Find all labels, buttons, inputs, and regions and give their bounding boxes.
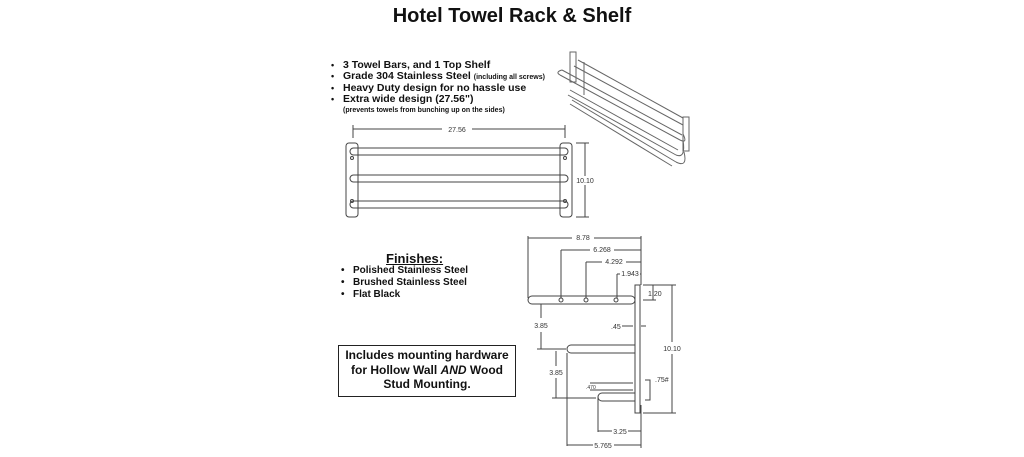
- feature-text: Grade 304 Stainless Steel: [343, 70, 471, 82]
- dim-hook: .75#: [655, 377, 669, 384]
- dim-shelf-offset: 1.20: [648, 291, 662, 298]
- mounting-line: Includes mounting hardware: [345, 348, 509, 362]
- dim-mid-depth: 5.765: [594, 443, 612, 450]
- front-width-label: 27.56: [448, 127, 466, 134]
- dim-bar3: 1.943: [621, 271, 639, 278]
- feature-item: Extra wide design (27.56"): [331, 94, 545, 105]
- dim-small: .470: [586, 385, 596, 391]
- mounting-line: for Hollow Wall AND Wood: [339, 363, 515, 378]
- page-title: Hotel Towel Rack & Shelf: [392, 5, 632, 27]
- finish-item: Polished Stainless Steel: [341, 265, 468, 277]
- dim-depth-total: 8.78: [576, 235, 590, 242]
- mounting-text: Wood: [466, 362, 503, 377]
- perspective-drawing: [557, 51, 690, 167]
- dim-bar2: 4.292: [605, 259, 623, 266]
- finishes-list: Polished Stainless Steel Brushed Stainle…: [341, 265, 468, 301]
- front-view-drawing: 27.56 10.10: [345, 125, 595, 218]
- feature-note: (including all screws): [473, 74, 545, 81]
- feature-subnote: (prevents towels from bunching up on the…: [343, 107, 505, 114]
- dim-bar1: 6.268: [593, 247, 611, 254]
- mounting-hardware-box: Includes mounting hardware for Hollow Wa…: [338, 345, 516, 397]
- feature-text: Heavy Duty design for no hassle use: [343, 82, 527, 94]
- dim-spacing1: 3.85: [534, 323, 548, 330]
- dim-lower-depth: 3.25: [613, 429, 627, 436]
- finishes-title: Finishes: [386, 251, 439, 266]
- feature-text: 3 Towel Bars, and 1 Top Shelf: [343, 59, 491, 71]
- feature-item: 3 Towel Bars, and 1 Top Shelf: [331, 60, 545, 71]
- finish-item: Brushed Stainless Steel: [341, 277, 468, 289]
- dim-height: 10.10: [663, 346, 681, 353]
- dim-spacing2: 3.85: [549, 370, 563, 377]
- finishes-colon: :: [438, 251, 444, 266]
- mounting-emphasis: AND: [440, 362, 467, 377]
- feature-item: Grade 304 Stainless Steel (including all…: [331, 71, 545, 83]
- mounting-line: Stud Mounting.: [383, 377, 471, 391]
- feature-list: 3 Towel Bars, and 1 Top Shelf Grade 304 …: [331, 60, 545, 116]
- finish-item: Flat Black: [341, 289, 468, 301]
- side-view-drawing: 8.78 6.268 4.292 1.943 1.20 .45 3.85 3.8…: [527, 234, 681, 450]
- front-height-label: 10.10: [576, 178, 594, 185]
- feature-item: Heavy Duty design for no hassle use: [331, 83, 545, 94]
- finishes-heading: Finishes:: [386, 251, 443, 266]
- feature-text: Extra wide design (27.56"): [343, 93, 474, 105]
- mounting-text: for Hollow Wall: [351, 362, 441, 377]
- dim-plate: .45: [611, 324, 621, 331]
